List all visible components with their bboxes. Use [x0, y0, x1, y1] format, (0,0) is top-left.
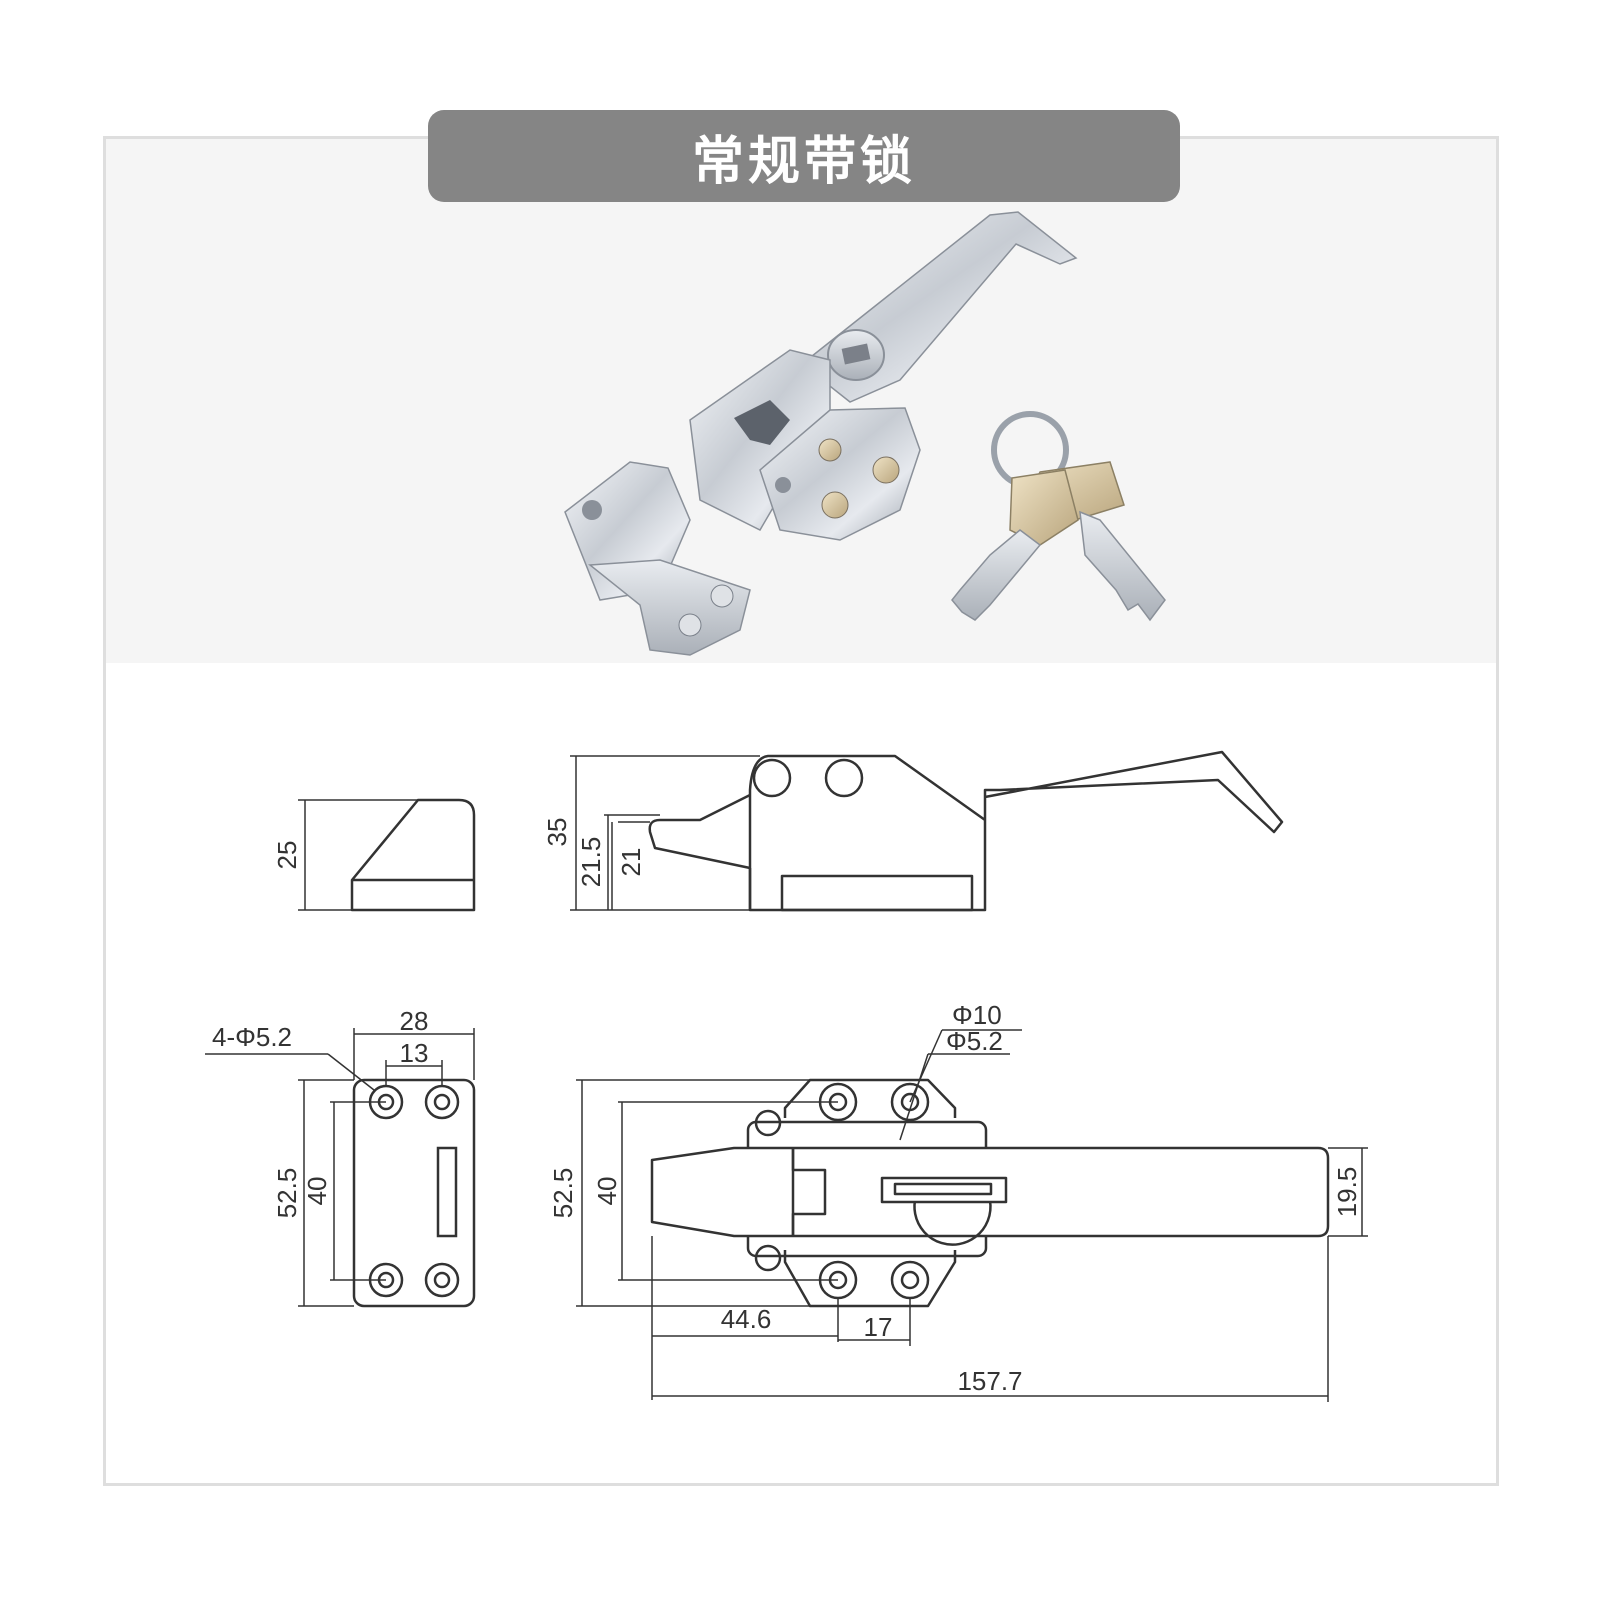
offset-to-hole-label: 44.6 [721, 1304, 772, 1334]
latch-top-view [650, 1078, 1330, 1308]
latch-total-height-label: 35 [542, 818, 572, 847]
keeper-height-label: 25 [272, 841, 302, 870]
latch-hole-dia-large-label: Φ10 [952, 1000, 1002, 1030]
keeper-hole-spacing-x-label: 13 [400, 1038, 429, 1068]
keeper-width-label: 28 [400, 1006, 429, 1036]
latch-side-view [648, 750, 1284, 912]
handle-width-label: 19.5 [1332, 1167, 1362, 1218]
latch-hole-dia-small-label: Φ5.2 [946, 1026, 1003, 1056]
latch-top-dimensions [576, 1029, 1368, 1402]
latch-height-a-label: 21.5 [576, 837, 606, 888]
latch-height-b-label: 21 [616, 848, 646, 877]
keeper-height-top-label: 52.5 [272, 1168, 302, 1219]
keeper-top-view [352, 1078, 476, 1308]
latch-product-illustration [564, 211, 1166, 656]
keeper-side-view [350, 798, 476, 912]
keeper-height-dimension [298, 799, 420, 911]
keeper-top-dimensions [205, 1028, 475, 1307]
latch-hole-spacing-y-label: 40 [592, 1177, 622, 1206]
latch-mounting-plate [759, 407, 921, 541]
page-title: 常规带锁 [691, 131, 916, 192]
keeper-base-plate [588, 559, 751, 656]
keeper-hole-spacing-y-label: 40 [302, 1177, 332, 1206]
overall-length-label: 157.7 [957, 1366, 1022, 1396]
keeper-holes-callout-label: 4-Φ5.2 [212, 1022, 292, 1052]
hole-spacing-x-label: 17 [864, 1312, 893, 1342]
keys-icon [951, 411, 1166, 622]
latch-height-top-label: 52.5 [548, 1168, 578, 1219]
latch-side-dimensions [570, 755, 760, 911]
title-banner: 常规带锁 [428, 110, 1180, 202]
